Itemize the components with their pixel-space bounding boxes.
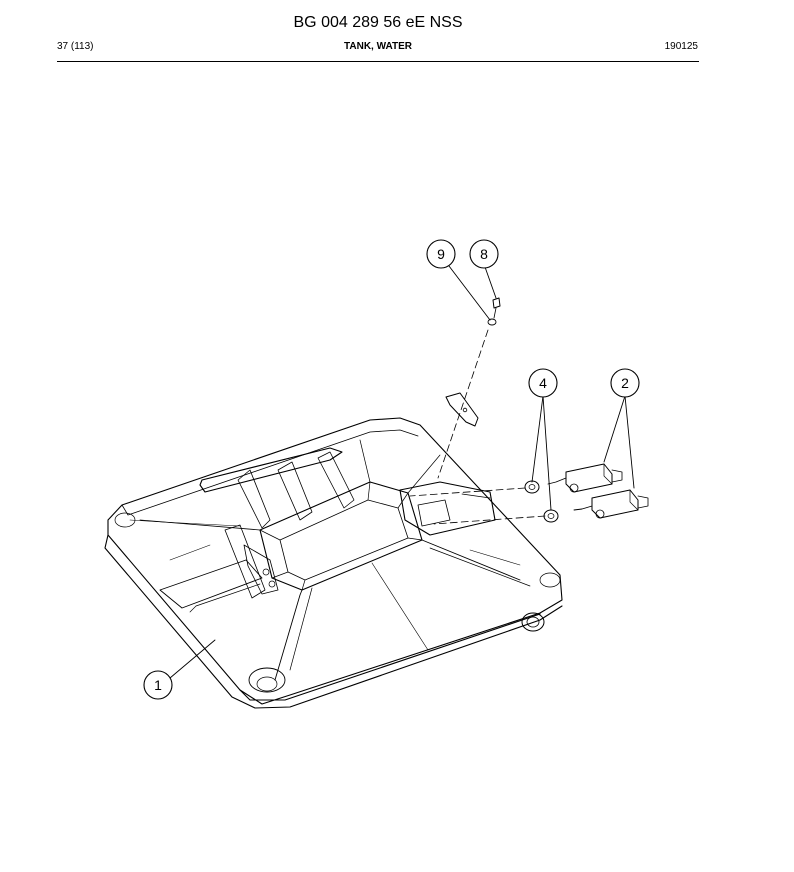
washer <box>487 318 497 326</box>
header-rule <box>57 61 699 62</box>
svg-text:4: 4 <box>539 375 547 391</box>
document-date: 190125 <box>664 41 698 52</box>
svg-text:9: 9 <box>437 246 445 262</box>
callout-9: 9 <box>426 239 456 269</box>
leader-lines <box>169 265 635 679</box>
page-number: 37 (113) <box>57 41 94 52</box>
callout-2: 2 <box>610 368 640 398</box>
water-tank <box>104 417 563 709</box>
svg-text:2: 2 <box>621 375 629 391</box>
svg-text:8: 8 <box>480 246 488 262</box>
svg-text:1: 1 <box>154 677 162 693</box>
mounting-plate <box>445 392 479 427</box>
grommets <box>524 480 559 523</box>
callout-4: 4 <box>528 368 558 398</box>
document-title: BG 004 289 56 eE NSS <box>293 14 463 31</box>
callout-1: 1 <box>143 670 173 700</box>
assembly-lines <box>409 329 546 525</box>
callout-8: 8 <box>469 239 499 269</box>
section-title: TANK, WATER <box>344 41 412 52</box>
screw <box>492 297 501 319</box>
washer-pumps <box>547 463 649 519</box>
